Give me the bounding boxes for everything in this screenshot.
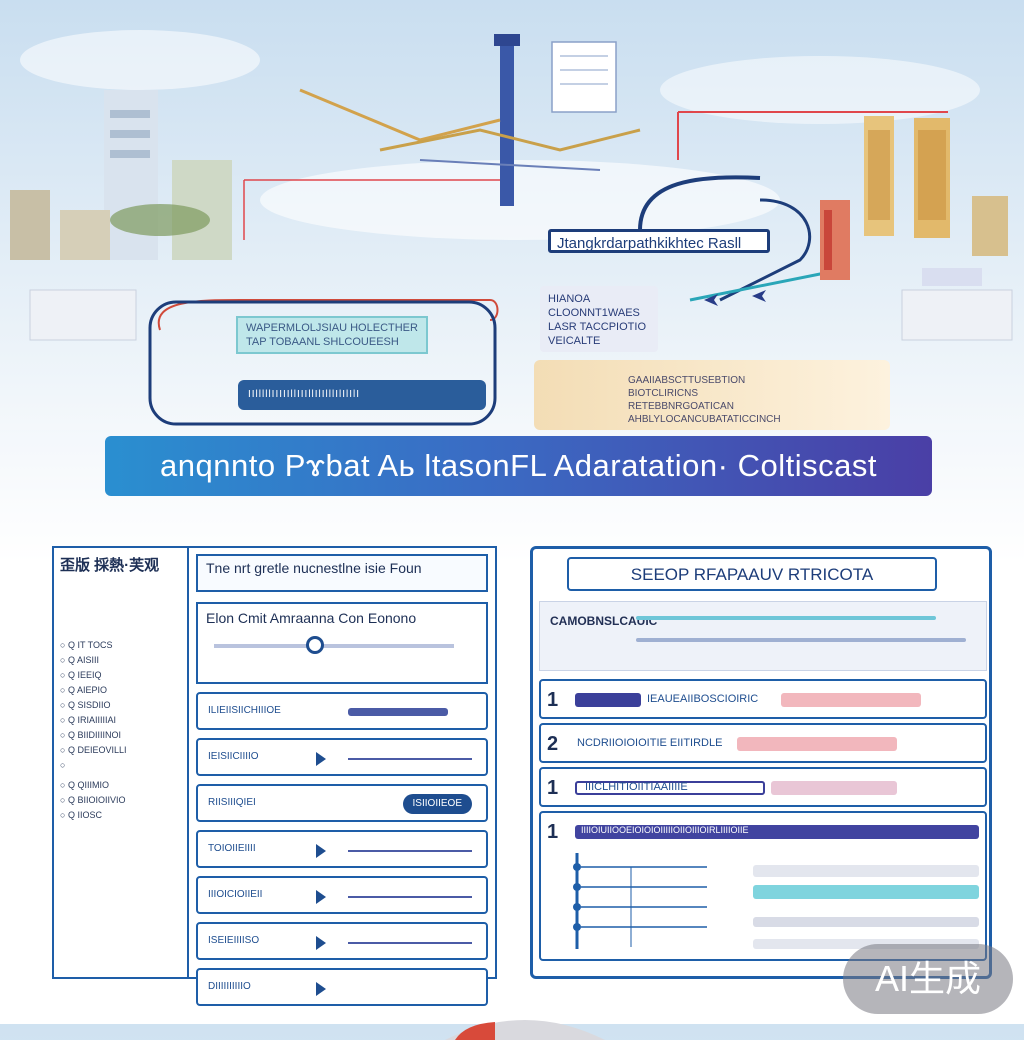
subsection-title: Elon Cmit Amraanna Con Eonono — [206, 610, 417, 626]
slider-track — [214, 644, 454, 648]
sidebar-item[interactable]: Q AIEPIO — [60, 683, 126, 698]
step-bar — [575, 825, 979, 839]
step-bar-secondary — [771, 781, 897, 795]
left-main-header: Tne nrt gretle nucnestlne isie Foun — [196, 554, 488, 592]
sidebar-item[interactable]: Q BIIOIOIIVIO — [60, 793, 126, 808]
step-row-detail[interactable]: 1 IIIIOIUIIOOEIOIOIOIIIIIOIIOIIIOIRLIIII… — [539, 811, 987, 961]
detail-bar — [753, 885, 979, 899]
step-bar — [575, 781, 765, 795]
page-title-banner: anqnnto Pɤbat Aь ltasonFL Adaratation· C… — [105, 436, 932, 496]
step-row[interactable]: 1 IEAUEAIIBOSCIOIRIC — [539, 679, 987, 719]
row-line — [348, 942, 472, 944]
chevron-right-icon — [316, 936, 326, 950]
step-bar-secondary — [737, 737, 897, 751]
summary-line — [636, 638, 966, 642]
row-label: IIIOICIOIIEII — [208, 889, 263, 900]
row-line — [348, 850, 472, 852]
row-line — [348, 896, 472, 898]
row-label: ILIEIISIICHIIIOE — [208, 705, 281, 716]
illustration-callout-primary: Jtangkrdarpathkikhtec Rasll — [548, 229, 770, 253]
row-label: ISEIEIIIISO — [208, 935, 260, 946]
row-bar — [348, 708, 448, 716]
sidebar-item[interactable]: Q IRIAIIIIIAI — [60, 713, 126, 728]
step-number: 1 — [547, 777, 559, 799]
left-list-row[interactable]: RIISIIIQIEI ISIIOIIEOE — [196, 784, 488, 822]
sidebar-spacer — [60, 758, 126, 778]
subsection-slider[interactable] — [206, 626, 478, 666]
chevron-right-icon — [316, 890, 326, 904]
row-label: DIIIIIIIIIIO — [208, 981, 251, 992]
sidebar-item[interactable]: Q AISIII — [60, 653, 126, 668]
left-list-row[interactable]: IIIOICIOIIEII — [196, 876, 488, 914]
left-panel: 歪版 採熱·芙观 Q IT TOCS Q AISIII Q IEEIQ Q AI… — [52, 546, 497, 1006]
left-main-column: Tne nrt gretle nucnestlne isie Foun Elon… — [196, 554, 488, 1006]
step-bar-secondary — [781, 693, 921, 707]
left-list-row[interactable]: DIIIIIIIIIIO — [196, 968, 488, 1006]
left-list-row[interactable]: TOIOIIEIIII — [196, 830, 488, 868]
step-label: IIIIOIUIIOOEIOIOIOIIIIIOIIOIIIOIRLIIIIOI… — [581, 825, 749, 835]
chevron-right-icon — [316, 982, 326, 996]
row-line — [348, 758, 472, 760]
right-panel: SEEOP RFAPAAUV RTRICOTA CAMOBNSLCAUIC 1 … — [530, 546, 992, 979]
right-panel-summary: CAMOBNSLCAUIC — [539, 601, 987, 671]
chevron-right-icon — [316, 752, 326, 766]
illustration-callout-sand-text: GAAIIABSCTTUSEBTION BIOTCLIRICNS RETEBBN… — [628, 375, 781, 425]
illustration-callout-barcode: IIlllllIIIIIllIIIllIlIlllIlIlIlI — [238, 380, 486, 410]
illustration-callout-teal: WAPERMLOLJSIAU HOLECTHER TAP TOBAANL SHL… — [236, 316, 428, 354]
step-number: 2 — [547, 733, 559, 755]
detail-bar — [753, 917, 979, 927]
mini-table-chart — [573, 853, 707, 949]
row-label: TOIOIIEIIII — [208, 843, 256, 854]
step-row[interactable]: 2 NCDRIIOIOIOITIE EIITIRDLE — [539, 723, 987, 763]
summary-label: CAMOBNSLCAUIC — [550, 614, 658, 628]
illustration-callout-info-card: HIANOA CLOONNT1WAES LASR TACCPIOTIO VEIC… — [540, 286, 658, 352]
step-label: NCDRIIOIOIOITIE EIITIRDLE — [577, 737, 723, 749]
left-list-row[interactable]: ILIEIISIICHIIIOE — [196, 692, 488, 730]
sidebar-title: 歪版 採熱·芙观 — [60, 557, 160, 574]
sidebar-item[interactable]: Q QIIIMIO — [60, 778, 126, 793]
step-row[interactable]: 1 IIICLHITIOIITIAAIIIIE — [539, 767, 987, 807]
left-list-row[interactable]: IEISIICIIIIO — [196, 738, 488, 776]
sidebar-item[interactable]: Q IEEIQ — [60, 668, 126, 683]
hero-illustration: Jtangkrdarpathkikhtec Rasll HIANOA CLOON… — [0, 0, 1024, 430]
sidebar-item[interactable]: Q IIOSC — [60, 808, 126, 823]
sidebar-list: Q IT TOCS Q AISIII Q IEEIQ Q AIEPIO Q SI… — [60, 638, 127, 823]
sidebar-item[interactable]: Q SISDIIO — [60, 698, 126, 713]
left-main-subsection: Elon Cmit Amraanna Con Eonono — [196, 602, 488, 684]
sidebar-item[interactable]: Q BIIDIIIINOI — [60, 728, 126, 743]
step-number: 1 — [547, 689, 559, 711]
slider-thumb[interactable] — [306, 636, 324, 654]
ai-generated-badge: AI生成 — [843, 944, 1013, 1014]
detail-bar — [753, 939, 979, 949]
left-sidebar: 歪版 採熱·芙观 Q IT TOCS Q AISIII Q IEEIQ Q AI… — [54, 548, 189, 977]
step-label: IIICLHITIOIITIAAIIIIE — [585, 781, 688, 793]
step-number: 1 — [547, 821, 559, 843]
detail-bar — [753, 865, 979, 877]
step-label: IEAUEAIIBOSCIOIRIC — [647, 693, 759, 705]
bottom-decoration — [445, 1020, 605, 1040]
right-panel-title: SEEOP RFAPAAUV RTRICOTA — [567, 557, 937, 591]
sidebar-item[interactable]: Q IT TOCS — [60, 638, 126, 653]
row-label: RIISIIIQIEI — [208, 797, 256, 808]
chevron-right-icon — [316, 844, 326, 858]
step-bar — [575, 693, 641, 707]
sidebar-item[interactable]: Q DEIEOVILLI — [60, 743, 127, 758]
row-pill-button[interactable]: ISIIOIIEOE — [402, 794, 472, 814]
row-label: IEISIICIIIIO — [208, 751, 259, 762]
left-list-row[interactable]: ISEIEIIIISO — [196, 922, 488, 960]
summary-line — [636, 616, 936, 620]
city-transport-illustration — [0, 0, 1024, 430]
